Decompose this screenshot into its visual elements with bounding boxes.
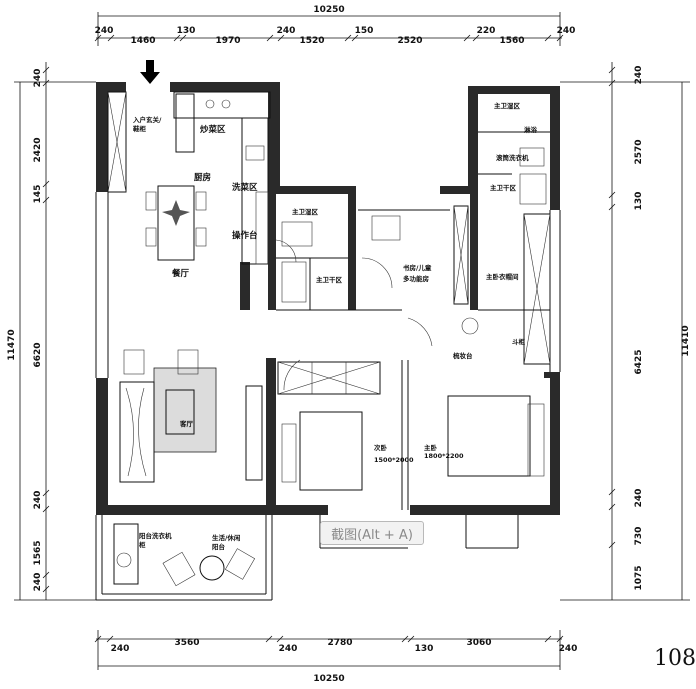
- interior-lines: [107, 91, 551, 491]
- top-dim-9: 220: [477, 26, 496, 36]
- bottom-total-dimension: 10250: [313, 674, 344, 684]
- top-dim-5: 240: [277, 26, 296, 36]
- top-dim-11: 240: [557, 26, 576, 36]
- balcony-furniture: [113, 523, 256, 587]
- right-total-dimension: 11410: [681, 325, 691, 356]
- left-dim-5: 240: [33, 491, 43, 510]
- right-dim-6: 730: [634, 527, 644, 546]
- left-dim-2: 2420: [33, 137, 43, 162]
- bottom-dim-2: 3560: [174, 638, 199, 648]
- right-dim-2: 2570: [634, 139, 644, 164]
- label-second-bed-size: 1500*2000: [374, 456, 414, 464]
- top-total-dimension: 10250: [313, 5, 344, 15]
- label-master-bedroom: 主卧: [424, 443, 438, 452]
- label-balcony-laundry: 阳台洗衣机: [139, 531, 172, 540]
- left-total-dimension: 11470: [7, 329, 17, 360]
- page-number: 108: [654, 646, 696, 671]
- label-living-room: 客厅: [179, 419, 194, 428]
- left-dim-1: 240: [33, 69, 43, 88]
- left-dim-4: 6620: [33, 342, 43, 367]
- label-dining: 餐厅: [171, 268, 190, 279]
- label-master-bath-wet: 主卫湿区: [494, 101, 521, 110]
- bottom-dim-7: 240: [559, 644, 578, 654]
- screenshot-hint-overlay: 截图(Alt + A): [320, 521, 424, 545]
- top-dim-3: 130: [177, 26, 196, 36]
- bottom-dim-4: 2780: [327, 638, 352, 648]
- top-dimension-lines: [94, 12, 564, 46]
- bottom-dim-1: 240: [111, 644, 130, 654]
- label-stir-fry: 炒菜区: [200, 124, 226, 135]
- dining-table: [145, 185, 207, 261]
- living-furniture: [119, 349, 263, 483]
- label-walk-in-closet: 主卧衣帽间: [486, 272, 519, 281]
- label-prep-counter: 操作台: [232, 230, 258, 241]
- bottom-dim-6: 3060: [466, 638, 491, 648]
- label-entry: 入户玄关/: [132, 115, 162, 124]
- label-bath-dry: 主卫干区: [316, 275, 343, 284]
- label-chest: 斗柜: [512, 337, 526, 346]
- right-dim-7: 1075: [634, 565, 644, 590]
- label-dresser: 梳妆台: [453, 351, 473, 360]
- left-dim-3: 145: [33, 185, 43, 204]
- top-dim-6: 1520: [299, 36, 324, 46]
- left-dim-6: 1565: [33, 540, 43, 565]
- top-dim-10: 1560: [499, 36, 524, 46]
- label-balcony: 生活/休闲: [212, 533, 241, 542]
- label-kitchen: 厨房: [194, 172, 211, 183]
- label-study: 书房/儿童: [403, 263, 432, 272]
- right-dim-1: 240: [634, 66, 644, 85]
- label-balcony-cabinet: 柜: [138, 540, 146, 549]
- entry-arrow-icon: [140, 60, 160, 84]
- bottom-dimension-lines: [94, 630, 564, 670]
- top-dim-4: 1970: [215, 36, 240, 46]
- right-dimension-lines: [560, 62, 690, 601]
- top-dim-2: 1460: [130, 36, 155, 46]
- top-dim-8: 2520: [397, 36, 422, 46]
- label-balcony-2: 阳台: [212, 542, 226, 551]
- label-second-bedroom: 次卧: [374, 443, 388, 452]
- top-dim-1: 240: [95, 26, 114, 36]
- label-multi-room: 多功能房: [403, 274, 430, 283]
- left-dimension-lines: [14, 62, 96, 601]
- label-wash-area: 洗菜区: [232, 182, 258, 193]
- label-master-bath-dry: 主卫干区: [490, 183, 517, 192]
- right-dim-5: 240: [634, 489, 644, 508]
- right-dim-4: 6425: [634, 349, 644, 374]
- label-master-bed-size: 1800*2200: [424, 452, 464, 460]
- label-bath-wet: 主卫湿区: [292, 207, 319, 216]
- bottom-dim-5: 130: [415, 644, 434, 654]
- top-dim-7: 150: [355, 26, 374, 36]
- right-dim-3: 130: [634, 192, 644, 211]
- label-entry-shoe-cabinet: 鞋柜: [133, 124, 147, 133]
- walls: [95, 82, 561, 601]
- label-washing-machine: 滚筒洗衣机: [496, 153, 529, 162]
- bottom-dim-3: 240: [279, 644, 298, 654]
- left-dim-7: 240: [33, 573, 43, 592]
- label-shower: 淋浴: [524, 125, 538, 134]
